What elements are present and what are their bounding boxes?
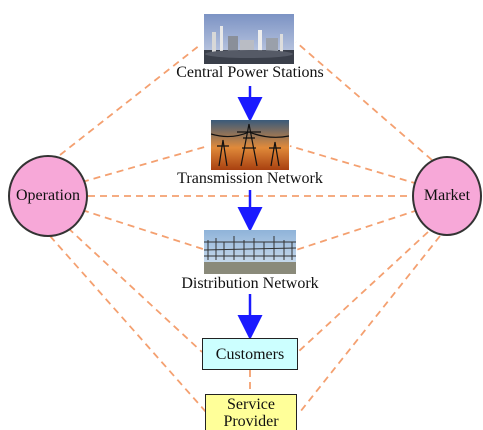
link-operation-customers [67, 227, 203, 353]
operation-circle: Operation [8, 155, 88, 237]
distribution-network-label: Distribution Network [181, 275, 319, 292]
link-market-service [299, 235, 441, 413]
service-provider-label-line2: Provider [223, 412, 279, 430]
link-operation-central [59, 44, 201, 156]
market-label: Market [423, 187, 471, 204]
transmission-tower-photo [211, 120, 289, 170]
link-market-transmission [289, 145, 419, 185]
service-provider-box: Service Provider [205, 394, 297, 430]
power-station-photo [204, 14, 294, 64]
distribution-substation-photo [204, 230, 296, 274]
operation-label: Operation [16, 187, 80, 204]
link-market-customers [297, 231, 429, 353]
link-market-central [295, 41, 433, 161]
service-provider-label-line1: Service [227, 395, 275, 413]
link-operation-service [49, 235, 207, 413]
market-circle: Market [412, 156, 482, 236]
link-operation-transmission [81, 145, 209, 183]
customers-box: Customers [202, 338, 298, 370]
link-operation-distribution [81, 209, 207, 251]
central-power-stations-label: Central Power Stations [176, 64, 324, 81]
link-market-distribution [295, 209, 419, 251]
customers-label: Customers [215, 345, 285, 363]
transmission-network-label: Transmission Network [177, 170, 323, 187]
